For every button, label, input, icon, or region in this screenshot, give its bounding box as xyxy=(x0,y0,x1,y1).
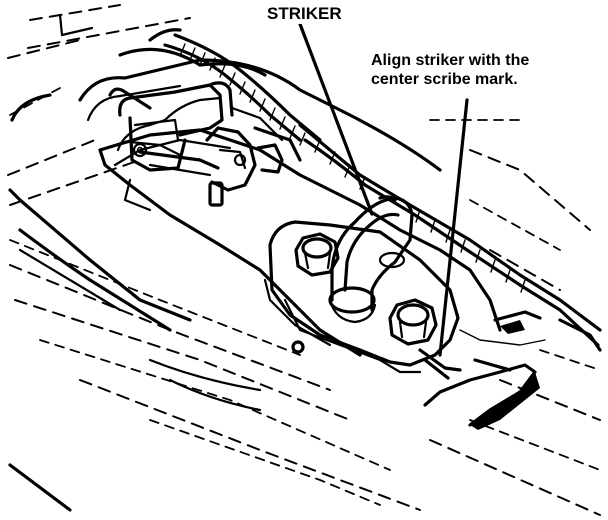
lower-panel-edge xyxy=(8,358,262,512)
center-scribe-mark xyxy=(418,329,546,380)
small-hole xyxy=(291,340,305,354)
striker-base-plate xyxy=(263,220,460,374)
mounting-bolt-right xyxy=(388,298,438,346)
align-instruction-line-1: Align striker with the xyxy=(371,52,530,69)
striker-label: STRIKER xyxy=(264,4,345,24)
striker-loop xyxy=(328,195,414,324)
latch-mechanism xyxy=(118,81,302,207)
release-cable xyxy=(298,123,602,352)
mounting-bolt-left xyxy=(294,232,340,277)
align-instruction-label: Align striker with the center scribe mar… xyxy=(368,51,533,89)
scribe-mark-leader-line xyxy=(438,98,469,357)
striker-leader-line xyxy=(298,22,374,216)
weatherstrip-seal xyxy=(148,28,322,146)
lid-opening xyxy=(423,310,542,430)
align-instruction-line-2: center scribe mark. xyxy=(371,71,518,88)
leader-lines xyxy=(298,22,469,357)
